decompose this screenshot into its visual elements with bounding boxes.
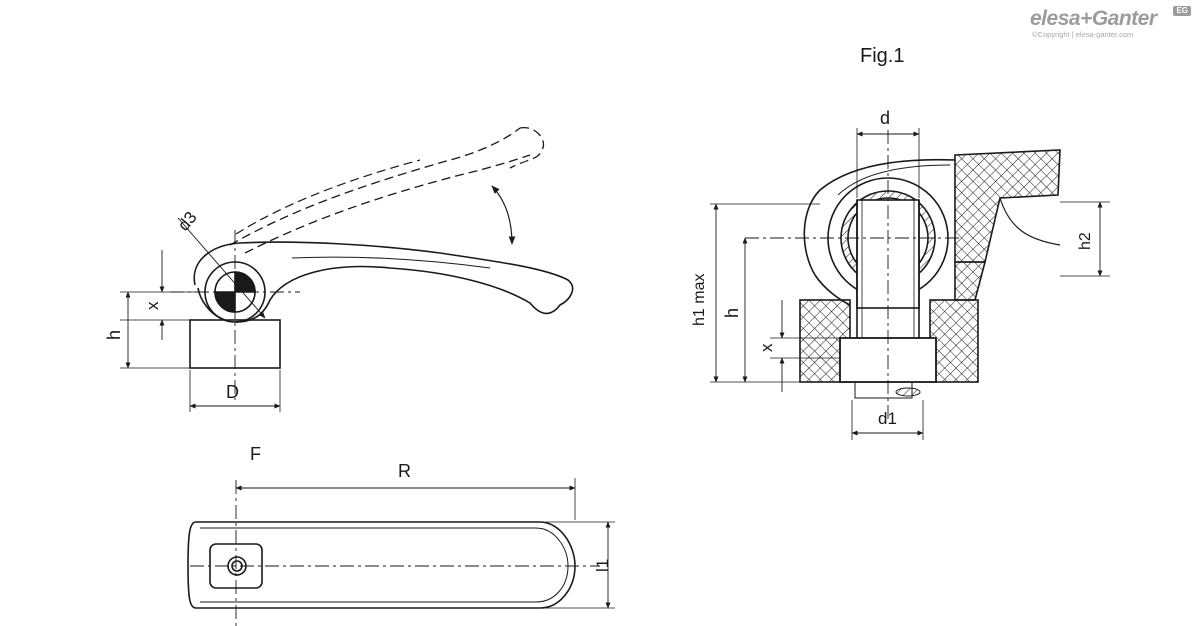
dim-label-x-right: x: [757, 343, 776, 352]
dim-label-x-left: x: [143, 301, 162, 310]
brand-logo: EG elesa+Ganter ©Copyright | elesa-gante…: [1030, 6, 1195, 48]
dim-label-F: F: [250, 444, 261, 464]
dim-label-h-right: h: [722, 308, 742, 318]
top-view: [187, 478, 615, 626]
dim-label-l1: l1: [593, 559, 612, 572]
dim-label-h1max: h1 max: [691, 274, 708, 326]
dim-label-h2: h2: [1077, 232, 1094, 250]
figure-label: Fig.1: [860, 45, 904, 67]
side-view: [120, 127, 574, 412]
brand-logo-text: elesa+Ganter: [1030, 7, 1157, 30]
dim-label-d: d: [880, 108, 890, 128]
brand-badge: EG: [1173, 6, 1191, 16]
dim-label-h-left: h: [104, 330, 124, 340]
dim-label-d1: d1: [878, 409, 897, 428]
brand-copyright: ©Copyright | elesa-ganter.com: [1032, 30, 1134, 39]
section-view: [710, 128, 1110, 440]
dim-label-D: D: [226, 382, 239, 402]
dim-label-d3: d3: [174, 208, 201, 235]
dim-label-R: R: [398, 461, 411, 481]
